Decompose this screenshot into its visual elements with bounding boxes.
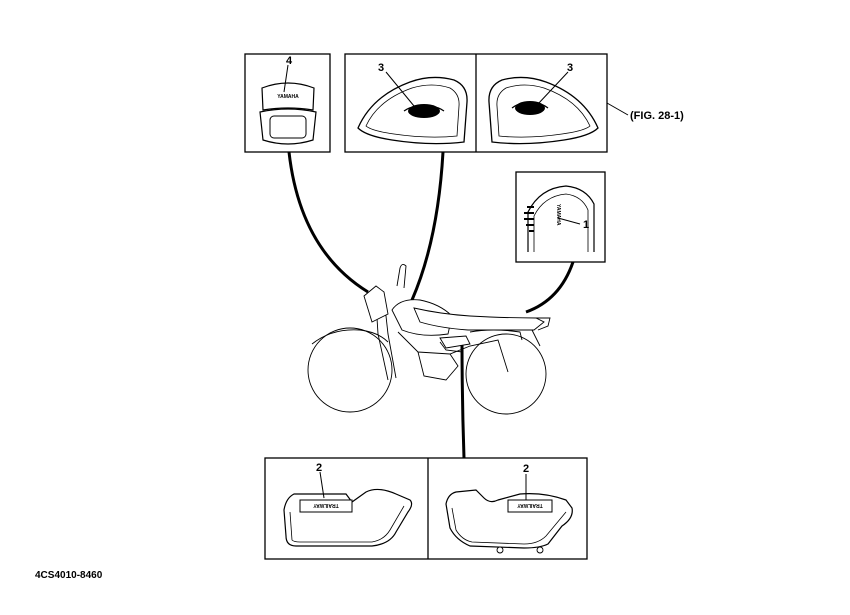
fuel-tank-panel: 3 3 (FIG. 28-1) xyxy=(344,53,684,153)
figure-reference: (FIG. 28-1) xyxy=(630,110,684,122)
callout-number-3-left: 3 xyxy=(378,62,384,74)
callout-number-1: 1 xyxy=(583,219,589,231)
callout-number-2-right: 2 xyxy=(523,463,529,475)
callout-number-3-right: 3 xyxy=(567,62,573,74)
rear-emblem-panel: YAMAHA 1 xyxy=(515,171,606,263)
tank-right: 3 xyxy=(488,62,599,145)
side-cover-right: TRAILWAY 2 xyxy=(445,463,573,554)
headlight-cover-panel: YAMAHA 4 xyxy=(244,53,331,153)
callout-number-4: 4 xyxy=(286,55,293,67)
rear-brand-decal: YAMAHA xyxy=(555,204,561,226)
side-cover-left: TRAILWAY 2 xyxy=(283,462,413,547)
side-cover-model-decal-left: TRAILWAY xyxy=(313,502,339,508)
leader-lines xyxy=(287,151,575,459)
tank-left: 3 xyxy=(357,62,468,145)
callout-number-2-left: 2 xyxy=(316,462,322,474)
headlight-brand-decal: YAMAHA xyxy=(277,94,299,100)
rear-emblem-marks xyxy=(524,206,534,232)
document-code: 4CS4010-8460 xyxy=(35,570,103,581)
motorcycle-outline xyxy=(307,263,551,415)
side-cover-panel: TRAILWAY 2 TRAILWAY 2 xyxy=(264,457,588,560)
side-cover-model-decal-right: TRAILWAY xyxy=(517,502,543,508)
